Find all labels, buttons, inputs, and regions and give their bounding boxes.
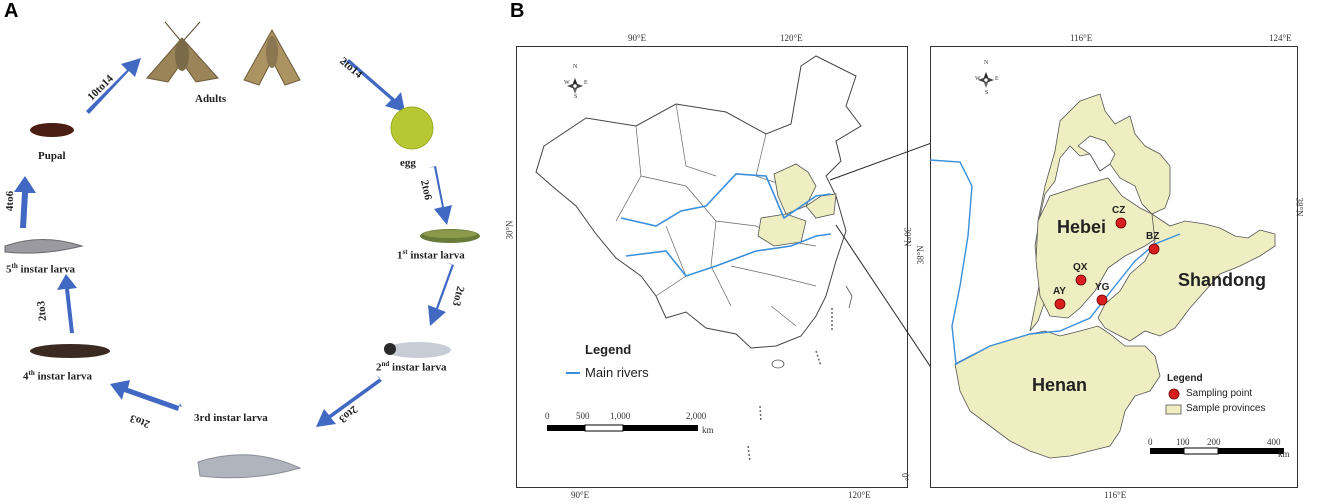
point-label-ay: AY <box>1053 286 1066 297</box>
coord-top-120e: 120°E <box>780 33 803 43</box>
compass-icon-china <box>567 78 583 94</box>
point-label-qx: QX <box>1073 262 1088 273</box>
regional-legend-provinces: Sample provinces <box>1186 403 1266 414</box>
point-ay <box>1054 298 1066 310</box>
compass-n-regional: N <box>984 60 989 66</box>
stage-label-pupal: Pupal <box>38 150 66 162</box>
regional-legend-sampling: Sampling point <box>1186 388 1253 399</box>
point-label-cz: CZ <box>1112 205 1126 216</box>
panel-a-label: A <box>4 0 19 22</box>
arrow-fourth-to-fifth <box>57 274 78 333</box>
pupal-image <box>30 123 74 137</box>
point-label-bz: BZ <box>1146 231 1160 242</box>
compass-s-china: S <box>574 94 578 100</box>
compass-icon-regional <box>978 72 994 88</box>
main-rivers <box>620 173 832 277</box>
point-bz <box>1148 243 1160 255</box>
sampling-points <box>1054 217 1160 310</box>
second-instar-image <box>384 342 451 358</box>
fourth-instar-image <box>30 344 110 358</box>
scale-bar-regional <box>1150 447 1284 455</box>
lifecycle-diagram <box>4 21 480 479</box>
stage-label-first-instar: 1st instar larva <box>397 248 465 262</box>
regional-map <box>929 72 1284 459</box>
arrow-adults-to-egg <box>343 59 405 112</box>
arrow-pupal-to-adults <box>86 58 141 117</box>
egg-image <box>390 106 434 150</box>
legend-point-swatch <box>1168 388 1180 400</box>
coord-bottom-116e: 116°E <box>1104 490 1127 500</box>
coord-right-38n: 38°N <box>1294 197 1305 217</box>
fifth-instar-image <box>4 239 84 254</box>
stage-label-fourth-instar: 4th instar larva <box>23 369 92 383</box>
regional-scale-unit: km <box>1278 449 1290 459</box>
moth-image-2 <box>243 28 301 86</box>
coord-top-90e: 90°E <box>628 33 647 43</box>
regional-scale-200: 200 <box>1207 437 1221 447</box>
point-label-yg: YG <box>1095 282 1110 293</box>
arrow-third-to-fourth <box>110 380 182 411</box>
coord-top-116e: 116°E <box>1070 33 1093 43</box>
regional-river <box>929 159 1181 366</box>
province-label-shandong: Shandong <box>1178 270 1266 290</box>
coord-left-38n: 38°N <box>915 245 926 265</box>
china-map <box>535 55 862 462</box>
stage-label-adults: Adults <box>195 93 227 105</box>
cycle-arrows <box>14 58 454 427</box>
coord-bottom-120e: 120°E <box>848 490 871 500</box>
compass-n-china: N <box>573 64 578 70</box>
china-scale-1000: 1,000 <box>610 411 631 421</box>
highlight-hebei <box>773 163 817 215</box>
panel-b-label: B <box>510 0 525 22</box>
compass-e-regional: E <box>995 76 999 82</box>
coord-bottom-90e: 90°E <box>571 490 590 500</box>
china-legend-rivers: Main rivers <box>585 365 649 380</box>
arrow-first-to-second <box>428 263 454 326</box>
china-scale-500: 500 <box>576 411 590 421</box>
first-instar-image <box>420 229 480 243</box>
regional-legend-title: Legend <box>1167 373 1203 384</box>
province-henan <box>954 325 1161 459</box>
compass-e-china: E <box>584 80 588 86</box>
compass-w-china: W <box>564 80 570 86</box>
province-label-hebei: Hebei <box>1057 217 1107 237</box>
legend-province-swatch <box>1165 404 1182 415</box>
highlight-shandong <box>805 193 837 219</box>
stage-label-third-instar: 3rd instar larva <box>194 412 268 424</box>
province-label-henan: Henan <box>1032 375 1088 395</box>
point-yg <box>1096 294 1108 306</box>
regional-scale-0: 0 <box>1148 437 1153 447</box>
arrow-fifth-to-pupal <box>14 176 36 228</box>
compass-w-regional: W <box>975 76 981 82</box>
arrow-second-to-third <box>316 375 382 427</box>
compass-s-regional: S <box>985 90 989 96</box>
point-cz <box>1115 217 1127 229</box>
stage-label-second-instar: 2nd instar larva <box>376 360 447 374</box>
china-outline <box>535 55 862 349</box>
regional-scale-100: 100 <box>1176 437 1190 447</box>
china-scale-unit: km <box>702 425 714 435</box>
third-instar-image <box>197 454 302 479</box>
stage-label-fifth-instar: 5th instar larva <box>6 262 75 276</box>
province-shandong <box>1097 213 1276 342</box>
stage-label-egg: egg <box>400 157 416 169</box>
moth-image-1 <box>146 21 219 83</box>
coord-top-124e: 124°E <box>1269 33 1292 43</box>
china-legend-title: Legend <box>585 342 632 357</box>
regional-scale-400: 400 <box>1267 437 1281 447</box>
china-scale-2000: 2,000 <box>686 411 707 421</box>
scale-bar-china <box>547 424 698 432</box>
china-scale-0: 0 <box>545 411 550 421</box>
point-qx <box>1075 274 1087 286</box>
arrow-egg-to-first <box>428 166 452 225</box>
